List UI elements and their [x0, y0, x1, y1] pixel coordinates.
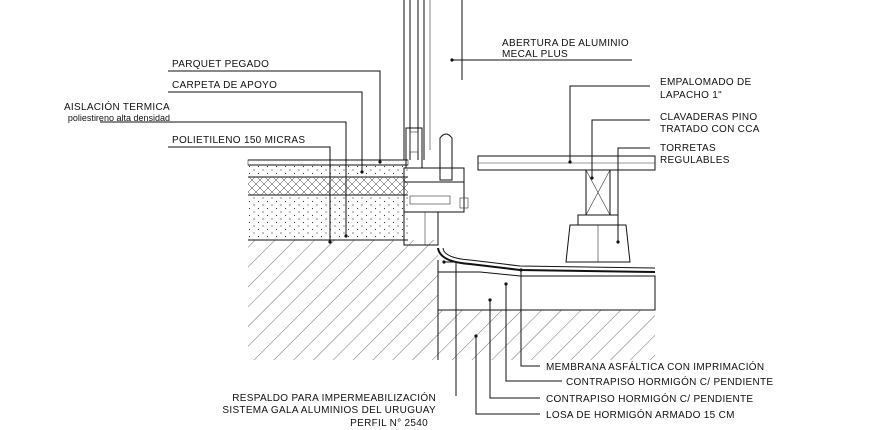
timber-deck: [477, 155, 656, 171]
leader-lines: [100, 58, 650, 415]
label-parquet: PARQUET PEGADO: [172, 59, 269, 70]
label-membrana: MEMBRANA ASFÁLTICA CON IMPRIMACIÓN: [546, 360, 764, 373]
label-abertura-1: ABERTURA DE ALUMINIO: [502, 38, 629, 49]
label-contrapiso-2: CONTRAPISO HORMIGÓN C/ PENDIENTE: [546, 392, 753, 405]
label-polietileno: POLIETILENO 150 MICRAS: [172, 135, 305, 146]
adjustable-pedestal: [565, 169, 631, 263]
label-aislacion-1: AISLACIÓN TERMICA: [64, 100, 170, 113]
label-torretas-1: TORRETAS: [660, 143, 716, 154]
left-floor-buildup: [247, 159, 438, 360]
label-respaldo-1: RESPALDO PARA IMPERMEABILIZACIÓN: [232, 391, 436, 404]
label-contrapiso-1: CONTRAPISO HORMIGÓN C/ PENDIENTE: [566, 375, 773, 388]
label-clavaderas-1: CLAVADERAS PINO: [660, 112, 758, 123]
label-clavaderas-2: TRATADO CON CCA: [660, 124, 760, 135]
label-empalomado-1: EMPALOMADO DE: [660, 77, 752, 88]
label-respaldo-2: SISTEMA GALA ALUMINIOS DEL URUGUAY: [222, 405, 436, 416]
label-torretas-2: REGULABLES: [660, 155, 730, 166]
label-abertura-2: MECAL PLUS: [502, 49, 568, 60]
aluminium-window-frame: [403, 0, 469, 246]
label-carpeta: CARPETA DE APOYO: [172, 80, 277, 91]
label-empalomado-2: LAPACHO 1": [660, 90, 722, 101]
label-losa: LOSA DE HORMIGÓN ARMADO 15 CM: [546, 408, 735, 421]
label-aislacion-2: poliestireno alta densidad: [68, 113, 170, 123]
label-respaldo-3: PERFIL N° 2540: [350, 418, 428, 429]
right-ground: [437, 247, 656, 360]
